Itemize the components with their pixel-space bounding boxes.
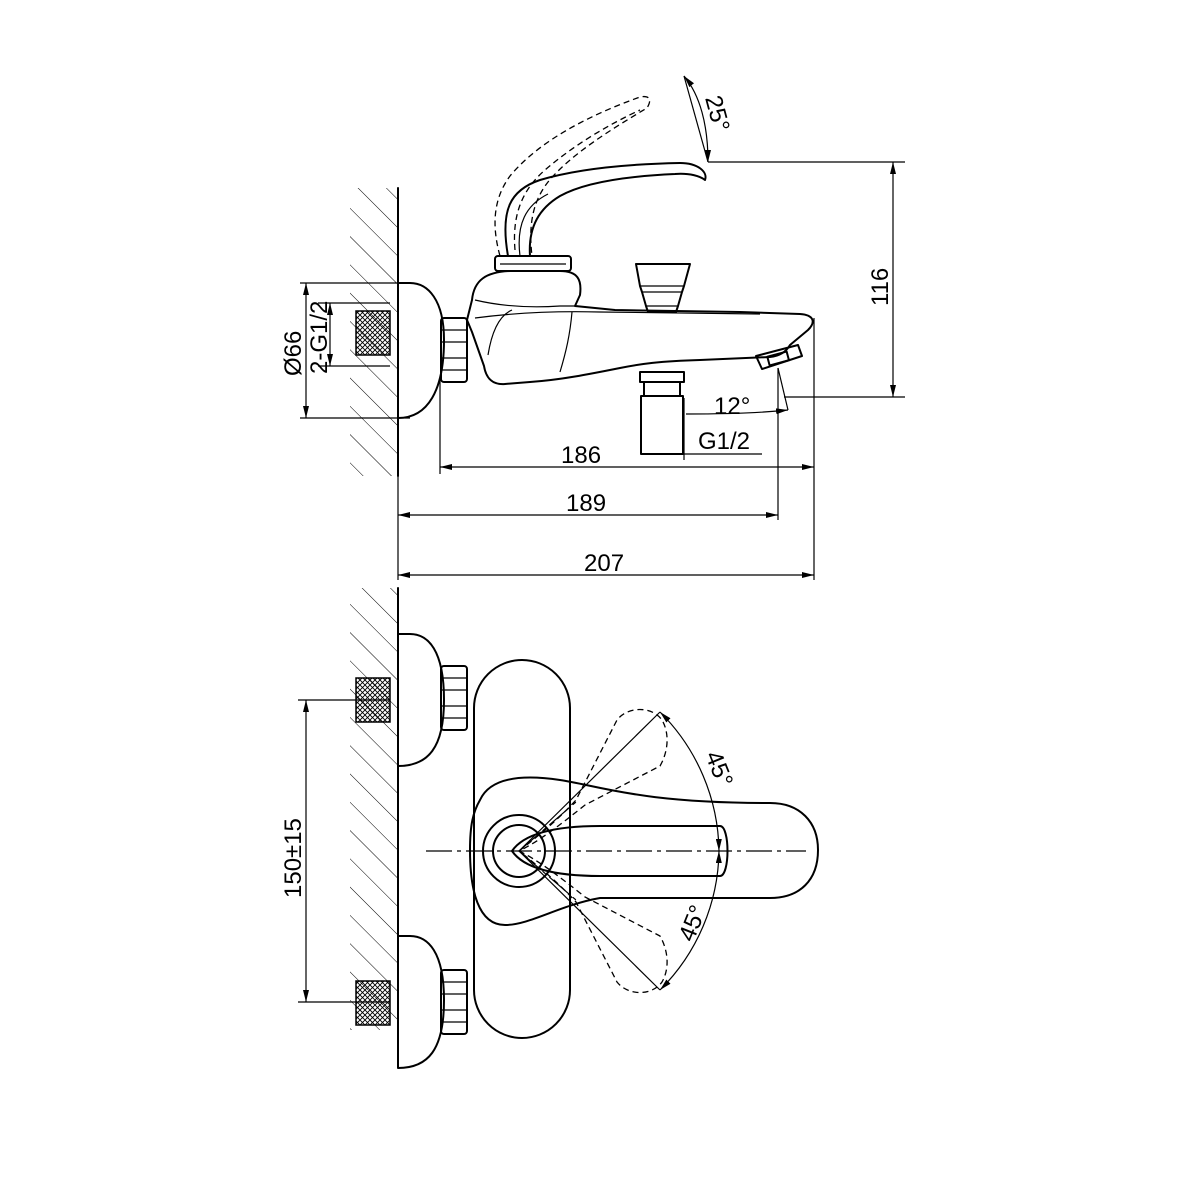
lever-handle-side [494,162,707,272]
wall-section-top [350,587,399,1031]
handle-angle-lower-label: 45° [674,901,713,945]
diverter-angle-label: 12° [714,393,750,420]
cartridge-inner-top [492,824,546,878]
spout-angle-label: 25° [699,93,734,135]
flange-diameter-label: Ø66 [280,331,307,376]
outlet-thread-label: G1/2 [698,428,750,455]
side-view: 25° 116 Ø66 2-G1/2 12° G1/2 186 189 [280,75,905,580]
shower-outlet-side [639,371,685,455]
diverter-knob-side [635,263,691,313]
inlet-spacing-label: 150±15 [280,818,307,898]
length-b-label: 189 [566,490,606,517]
aerator-side [755,344,803,370]
height-label: 116 [867,268,894,306]
inlet-knurl-side [355,310,391,356]
mixer-bar-top [473,659,571,1039]
union-nut-side [440,317,468,383]
wall-thread-label: 2-G1/2 [306,301,333,374]
top-view: 45° 45° 150±15 [280,587,819,1069]
handle-angle-upper-label: 45° [699,747,738,791]
lower-inlet-top [355,935,468,1069]
length-a-label: 186 [561,442,601,469]
wall-flange-side [397,282,445,419]
mixer-boss-top [469,776,819,926]
length-c-label: 207 [584,550,624,577]
lever-handle-rotated-side [494,95,651,257]
